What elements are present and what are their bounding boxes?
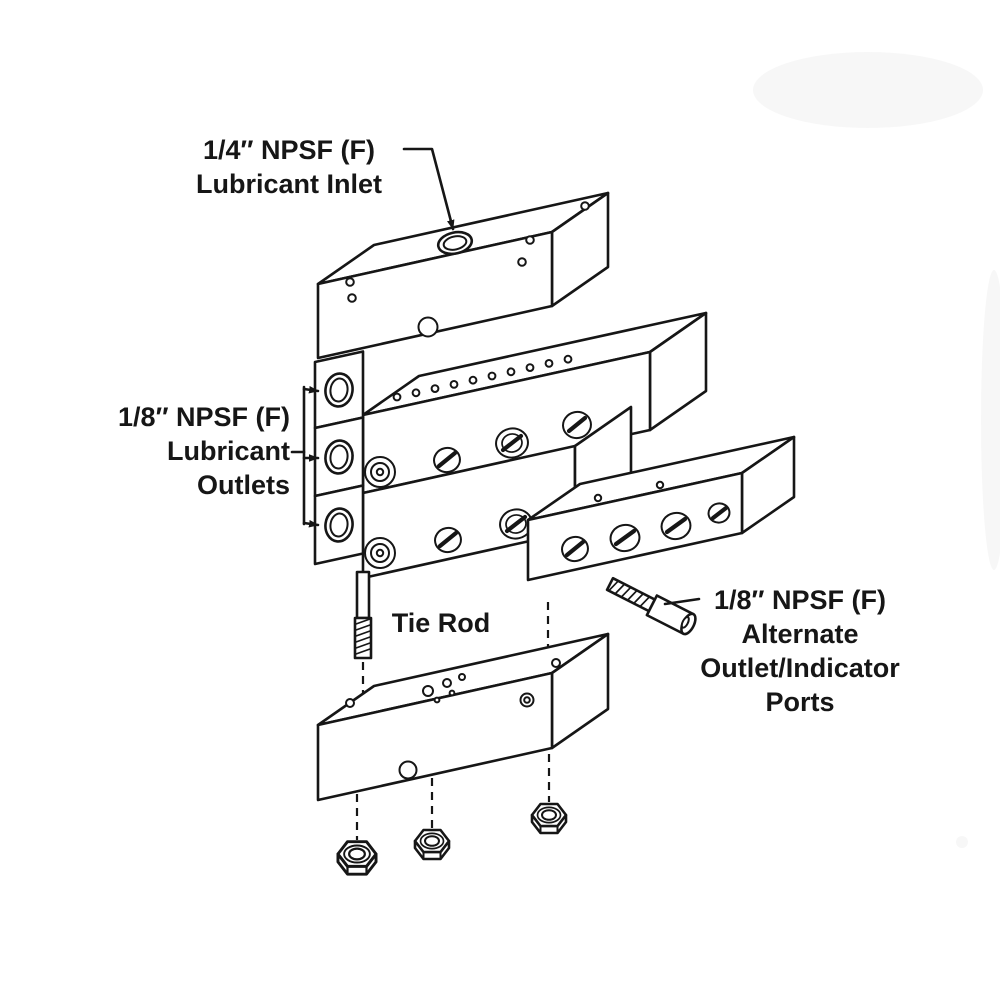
slotted-plug [433,446,461,474]
alternate-ports-callout-line1: 1/8″ NPSF (F) [714,585,886,615]
slotted-plug [561,535,589,563]
outlets-leader-lines [290,385,320,528]
cap-screw [605,576,697,636]
tie-rod-washer-lower [364,537,396,569]
slotted-plug [562,410,592,440]
alternate-ports-callout-line3: Outlet/Indicator [700,653,900,683]
tie-rod-threads [355,618,371,655]
slotted-plug [660,511,692,541]
slotted-plug [609,523,641,553]
outlets-callout-line2: Lubricant [166,436,290,466]
tie-rod-washer-upper [364,456,396,488]
alternate-port-block [526,435,796,582]
outlet-section-stack [313,350,365,566]
inlet-block [316,191,610,360]
outlet-port-2 [324,439,354,475]
inlet-leader-line [402,147,455,231]
outlet-port-1 [324,372,354,408]
inlet-callout: 1/4″ NPSF (F) Lubricant Inlet [158,133,420,201]
outlets-callout-line3: Outlets [196,470,290,500]
alternate-ports-leader-line [663,597,701,606]
scan-artifacts [753,52,1000,848]
hex-nut-2 [413,828,451,861]
alternate-ports-callout-line2: Alternate [741,619,859,649]
inlet-port [436,230,474,256]
tie-rod-callout: Tie Rod [382,606,500,640]
outlets-callout: 1/8″ NPSF (F) Lubricant Outlets [72,400,290,502]
end-plate [316,602,610,828]
outlets-callout-line1: 1/8″ NPSF (F) [118,402,290,432]
slotted-plug [495,427,529,459]
slotted-plug [434,526,462,554]
inlet-callout-line1: 1/4″ NPSF (F) [203,135,375,165]
hex-nut-1 [336,840,378,876]
slotted-plug [707,502,731,524]
alternate-ports-callout-line4: Ports [765,687,835,717]
inlet-callout-line2: Lubricant Inlet [195,169,382,199]
hex-nut-3 [530,802,568,835]
alternate-ports-callout: 1/8″ NPSF (F) Alternate Outlet/Indicator… [686,583,914,719]
outlet-port-3 [324,507,354,543]
manifold-body [361,311,708,495]
tie-rod-callout-line1: Tie Rod [391,608,491,638]
tie-rod [353,570,373,840]
indicator-port-row [392,354,573,402]
